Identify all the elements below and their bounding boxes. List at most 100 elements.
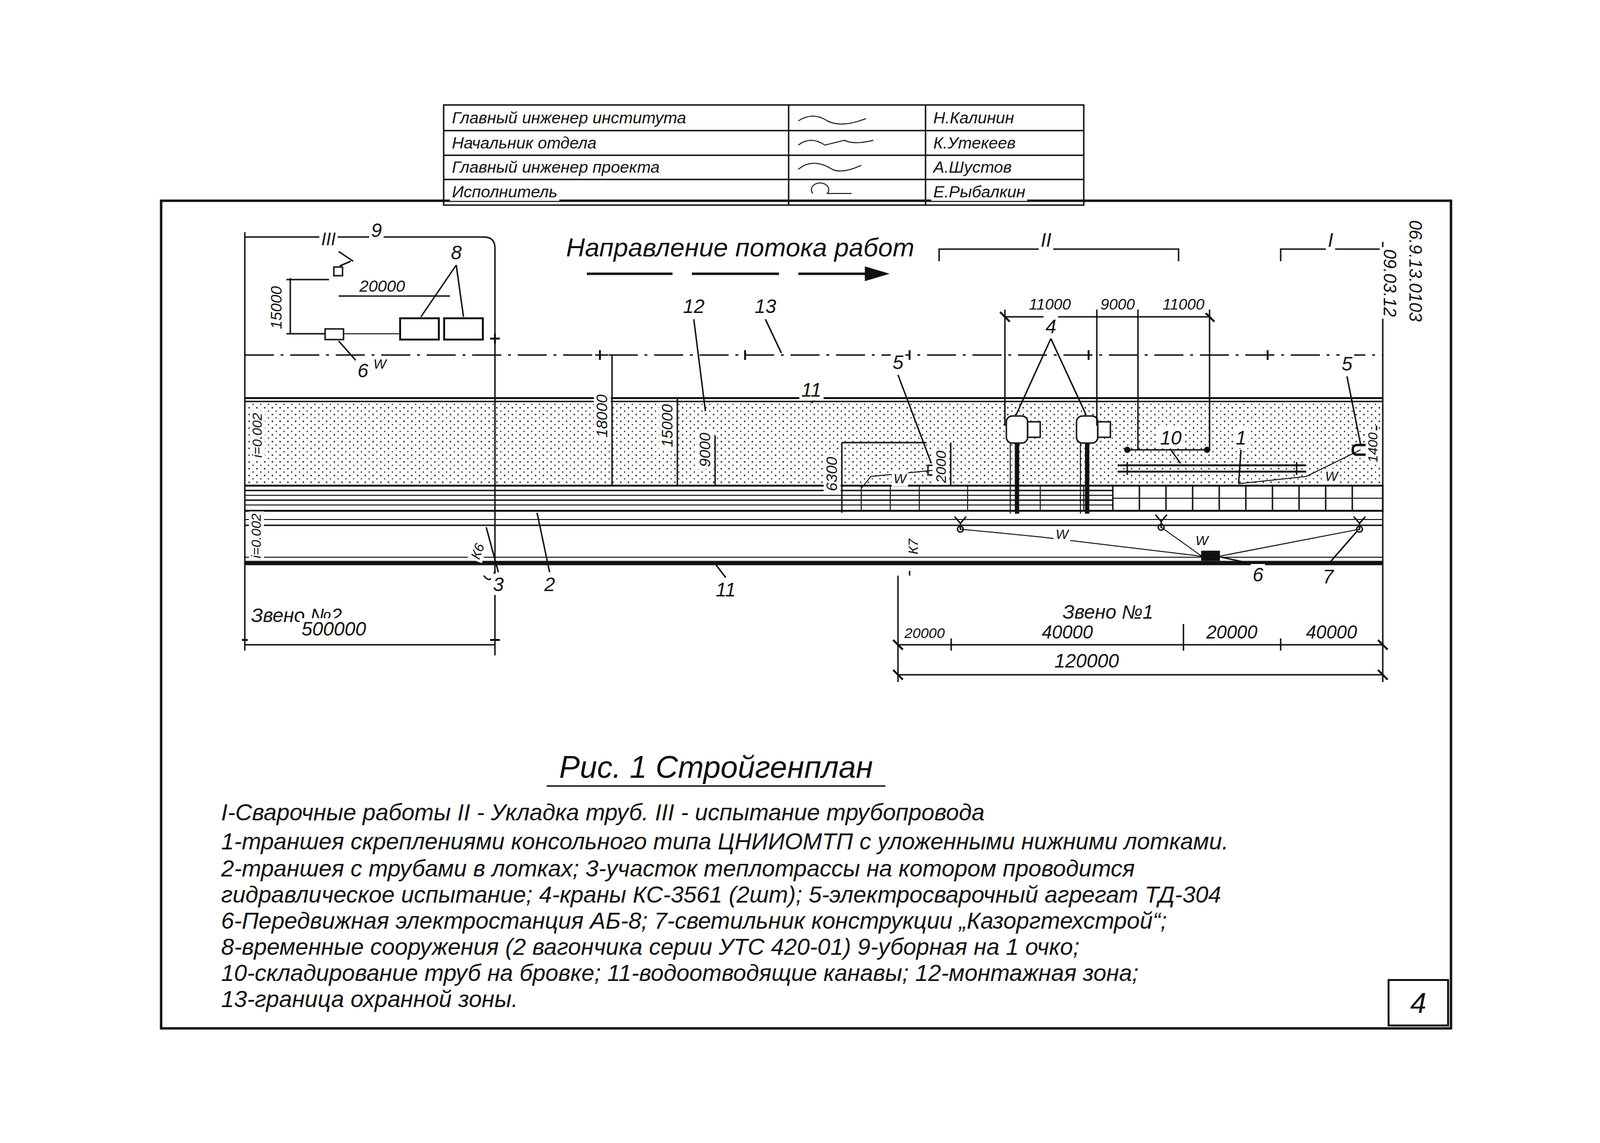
plan-geometry xyxy=(244,524,1383,527)
title-block xyxy=(443,104,1084,206)
dimension-lines xyxy=(897,674,1383,676)
flow-arrow xyxy=(866,268,886,280)
power-wires xyxy=(960,527,1360,557)
wire-mark: W xyxy=(891,471,909,487)
dimension-lines xyxy=(1182,624,1185,651)
dimension-lines xyxy=(338,295,450,298)
crane-symbols xyxy=(1085,443,1090,514)
leader-lines xyxy=(338,251,1361,578)
slope-mark: i=0.002 xyxy=(249,511,265,561)
dimension: 11000 xyxy=(1027,296,1074,314)
dimension-lines xyxy=(714,435,717,486)
callout-number: 5 xyxy=(890,351,906,374)
sheet-code: 06.9.13.0103 xyxy=(1405,218,1425,324)
crane-symbols xyxy=(1006,416,1028,444)
table-cell: А.Шустов xyxy=(931,158,1014,177)
dimension-lines xyxy=(1137,309,1139,450)
pipe-blocks xyxy=(1112,485,1383,511)
callout-number: 6 xyxy=(1250,564,1266,586)
pipe-blocks xyxy=(860,485,862,511)
leader-lines xyxy=(1050,338,1087,416)
legend-line: I-Сварочные работы II - Укладка труб. II… xyxy=(219,800,987,826)
callout-number: 4 xyxy=(1043,315,1059,338)
pipe-storage xyxy=(1127,449,1208,451)
manhole-mark: К7 xyxy=(906,537,922,557)
crane-symbols xyxy=(1097,421,1111,438)
dimension: 9000 xyxy=(1098,296,1137,314)
section-name: Звено №1 xyxy=(1060,601,1156,623)
callout-number: 2 xyxy=(542,573,557,596)
dimension: 40000 xyxy=(1303,622,1360,643)
pipe-storage xyxy=(1117,470,1307,473)
dimension: 9000 xyxy=(696,430,714,469)
pipe-blocks xyxy=(837,510,1113,512)
equipment-symbols xyxy=(1201,551,1220,561)
wire-mark: W xyxy=(1193,533,1211,549)
title-block xyxy=(925,104,927,206)
light-fixtures xyxy=(1155,514,1167,529)
callout-number: 10 xyxy=(1158,427,1184,449)
title-block xyxy=(798,140,874,146)
callout-number: 9 xyxy=(369,219,384,241)
table-cell: Исполнитель xyxy=(449,182,560,201)
dimension-lines xyxy=(1375,425,1378,431)
flow-arrow xyxy=(691,272,779,276)
pipe-blocks xyxy=(1039,485,1041,511)
dimension-lines xyxy=(897,644,1383,646)
leader-lines xyxy=(537,512,550,573)
title-block xyxy=(443,130,1084,132)
callout-number: 5 xyxy=(1339,353,1355,375)
dimension-lines xyxy=(909,570,911,576)
leader-lines xyxy=(486,527,499,573)
dimension: 11000 xyxy=(1160,296,1207,314)
leader-lines xyxy=(339,261,351,267)
caption-underline xyxy=(546,785,886,788)
tick-marks xyxy=(241,312,1388,680)
title-block xyxy=(811,182,852,194)
callout-number: 13 xyxy=(752,295,779,317)
legend-line: 1-траншея скреплениями консольного типа … xyxy=(219,829,1231,855)
callout-number: 8 xyxy=(448,241,464,264)
plan-geometry xyxy=(245,402,1382,485)
leader-lines xyxy=(693,319,706,412)
pipe-storage xyxy=(1296,462,1298,476)
leader-lines xyxy=(338,341,358,362)
page-number: 4 xyxy=(1410,986,1427,1020)
legend-line: 10-складирование труб на бровке; 11-водо… xyxy=(219,960,1141,987)
pipe-blocks xyxy=(1083,485,1085,511)
equipment-symbols xyxy=(325,267,1370,561)
dimension: 120000 xyxy=(1052,650,1121,672)
equipment-symbols xyxy=(333,267,343,276)
crane-symbols xyxy=(1076,416,1098,444)
leader-lines xyxy=(1170,449,1181,464)
callout-number: 6 xyxy=(355,359,371,382)
power-wires xyxy=(343,333,401,335)
table-cell: Главный инженер института xyxy=(449,108,688,127)
dimension: 20000 xyxy=(902,625,947,642)
dimension-lines xyxy=(286,333,326,335)
dimension-lines xyxy=(244,644,495,646)
title-block xyxy=(443,179,1084,181)
pipe-storage xyxy=(1117,447,1307,476)
stage-numeral: II xyxy=(1038,229,1054,251)
crane-symbols xyxy=(1079,443,1081,514)
sheet-frame xyxy=(161,200,1451,1029)
power-wires xyxy=(1238,449,1361,484)
dimension-lines xyxy=(1280,249,1383,262)
dimension-lines xyxy=(244,249,1383,683)
title-block xyxy=(798,163,862,172)
legend-line: 13-граница охранной зоны. xyxy=(219,986,521,1013)
dimension: 1400 xyxy=(1365,430,1381,465)
table-cell: К.Утекеев xyxy=(931,134,1018,152)
dimension-lines xyxy=(950,442,952,486)
table-cell: Начальник отдела xyxy=(449,134,599,152)
equipment-symbols xyxy=(325,328,344,340)
dimension: 15000 xyxy=(268,284,285,332)
flow-arrow xyxy=(586,268,886,280)
dimension: 6300 xyxy=(823,454,841,494)
caption-underline xyxy=(546,785,886,788)
legend-line: 6-Передвижная электростанция АБ-8; 7-све… xyxy=(219,908,1169,935)
dimension: 500000 xyxy=(299,618,368,640)
plan-geometry xyxy=(244,354,1383,357)
leader-lines xyxy=(1238,449,1242,484)
